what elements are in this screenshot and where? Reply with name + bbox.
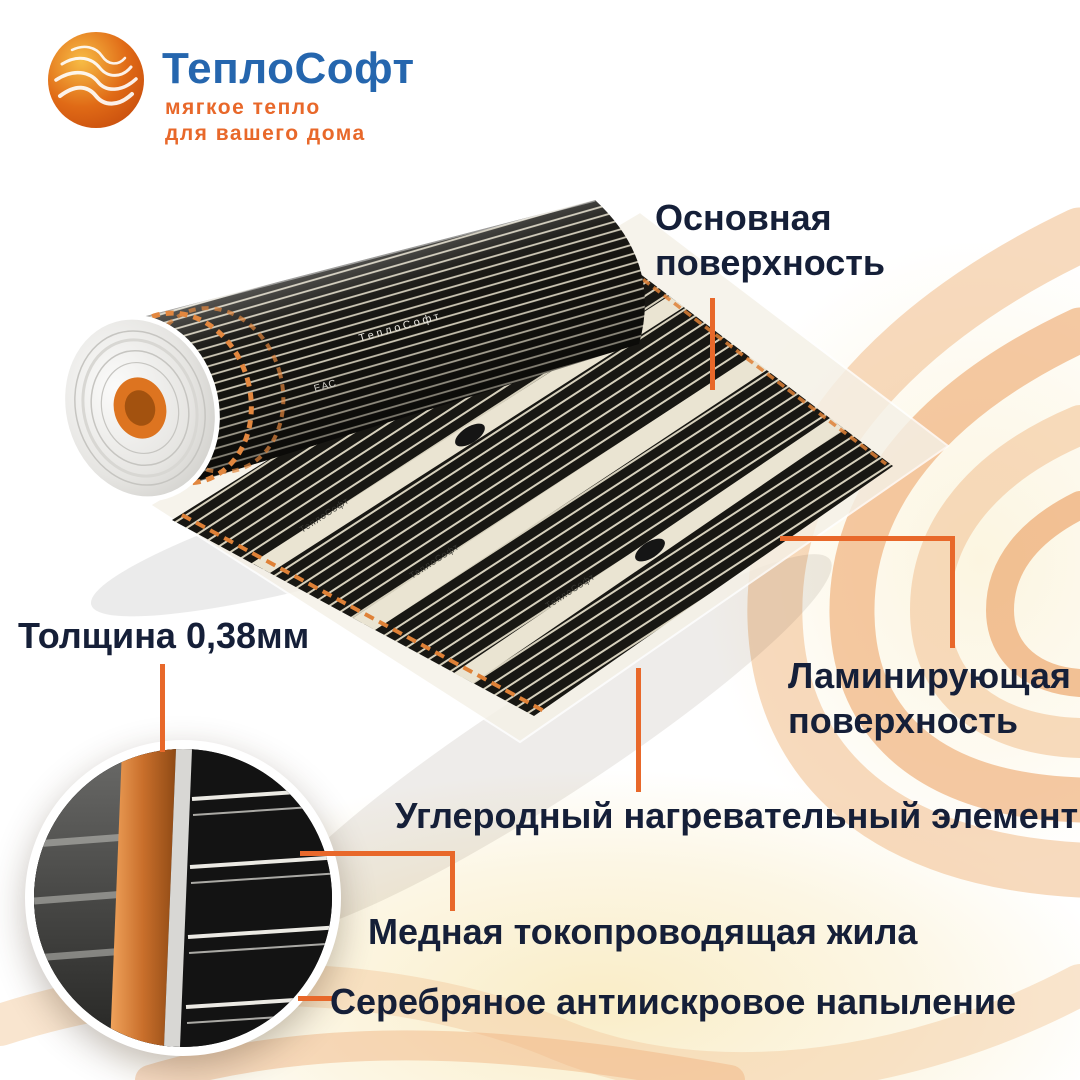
label-main-surface-line1: Основная bbox=[655, 197, 832, 238]
callout-line-laminating-vertical bbox=[950, 536, 955, 648]
callout-line-laminating-horizontal bbox=[780, 536, 955, 541]
callout-line-silver bbox=[298, 996, 332, 1001]
sheet-shadow bbox=[258, 554, 832, 936]
label-main-surface: Основная поверхность bbox=[655, 196, 885, 285]
callout-line-thickness bbox=[160, 664, 165, 752]
label-main-surface-line2: поверхность bbox=[655, 241, 885, 283]
film-oval-logo bbox=[635, 538, 665, 562]
zoom-inset-circle bbox=[25, 740, 341, 1056]
brand-name: ТеплоСофт bbox=[162, 44, 415, 93]
callout-line-carbon bbox=[636, 668, 641, 792]
label-carbon-element: Углеродный нагревательный элемент bbox=[395, 795, 1079, 836]
callout-line-copper-horizontal bbox=[300, 851, 455, 856]
label-copper-core: Медная токопроводящая жила bbox=[368, 911, 918, 952]
brand-tagline-line2: для вашего дома bbox=[165, 122, 366, 145]
roll-top-highlight bbox=[114, 198, 596, 326]
callout-line-main-surface bbox=[710, 298, 715, 390]
callout-line-copper-vertical bbox=[450, 851, 455, 911]
wave-bands bbox=[0, 207, 1080, 1080]
flame-swirl-icon bbox=[48, 32, 144, 128]
inset-blurred-stripes bbox=[34, 833, 127, 962]
label-silver-coating: Серебряное антиискровое напыление bbox=[330, 981, 1016, 1022]
label-thickness: Толщина 0,38мм bbox=[18, 615, 310, 656]
copper-busbar-dashes bbox=[181, 254, 888, 713]
roll-end-face bbox=[60, 314, 220, 502]
inset-copper-strip bbox=[110, 749, 176, 1047]
roll-body-shading bbox=[109, 200, 645, 492]
inset-silver-strip bbox=[164, 749, 192, 1047]
label-laminating-line2: поверхность bbox=[788, 699, 1018, 741]
label-laminating-line1: Ламинирующая bbox=[788, 655, 1071, 696]
film-oval-logo bbox=[455, 423, 485, 447]
brand-tagline-line1: мягкое тепло bbox=[165, 96, 321, 119]
label-laminating-surface: Ламинирующая поверхность bbox=[788, 654, 1071, 743]
roll-core-hole bbox=[124, 390, 156, 426]
inset-macro-view bbox=[34, 749, 332, 1047]
